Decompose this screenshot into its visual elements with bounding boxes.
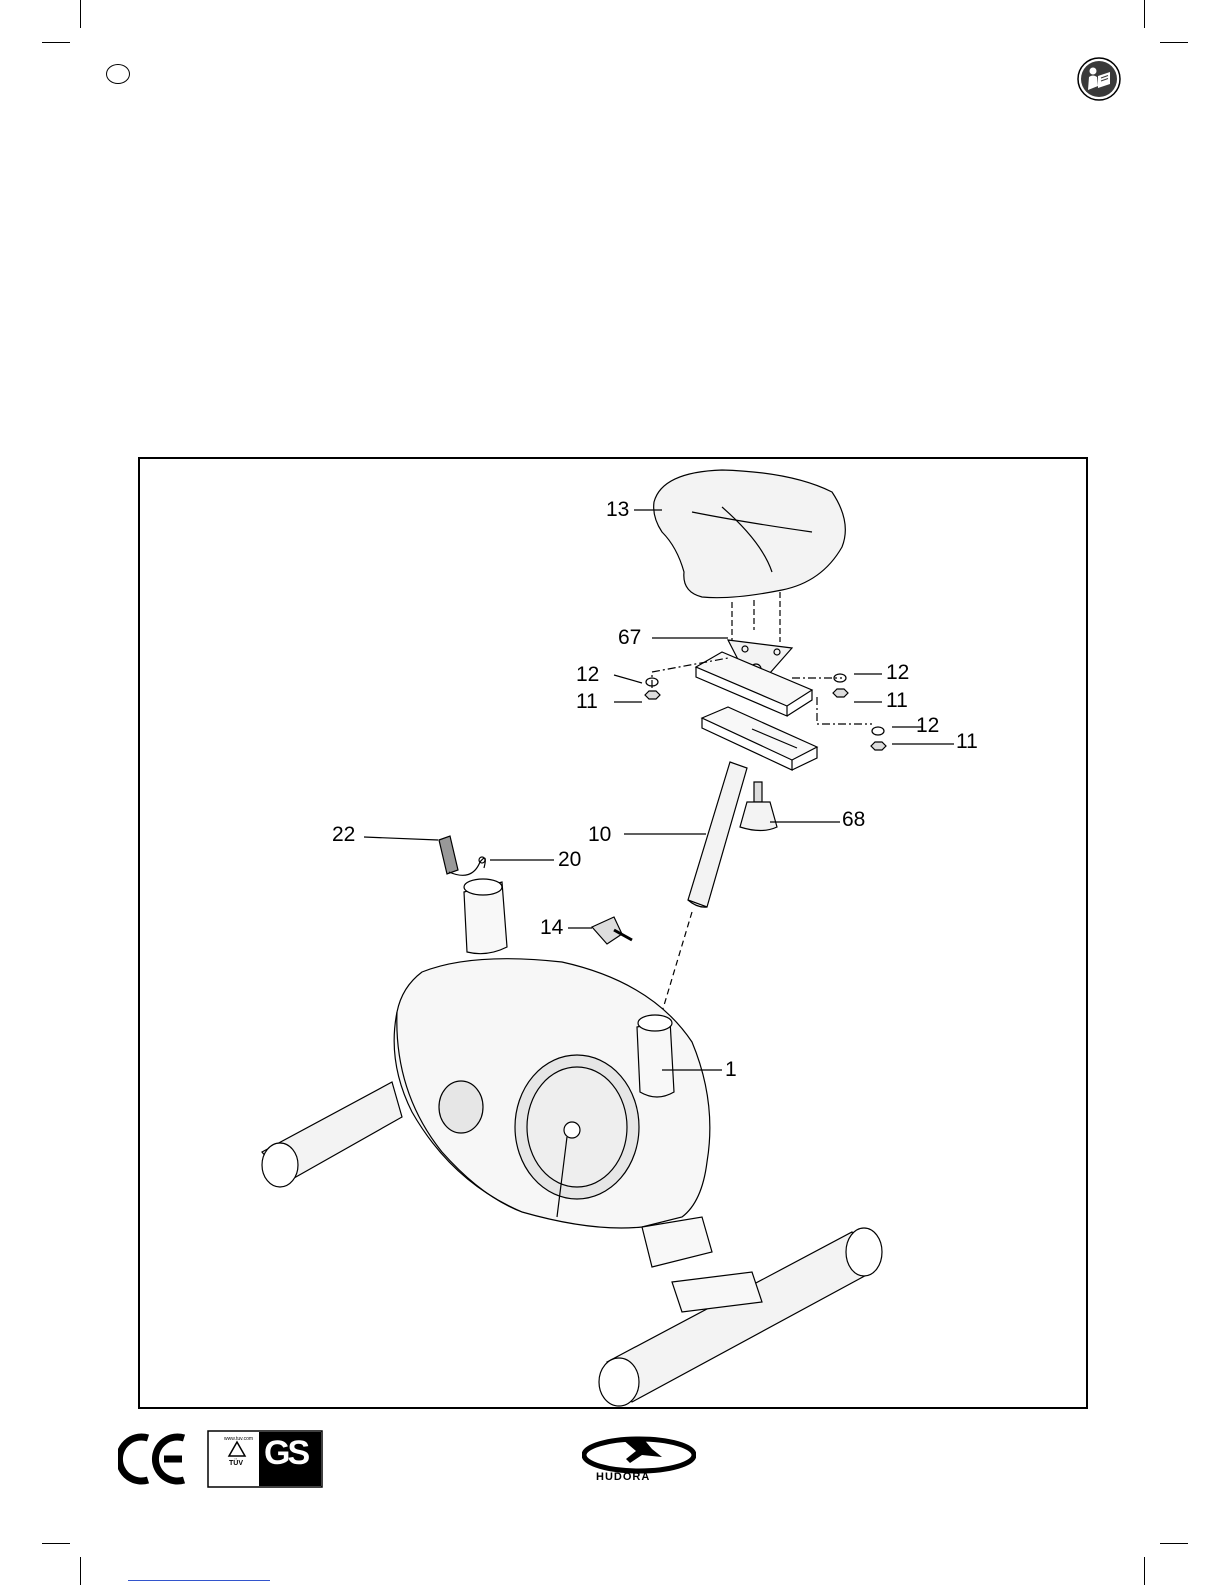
read-manual-icon	[1076, 56, 1122, 102]
part-label-adjustment-knob: 14	[540, 917, 563, 938]
footer-link-underline	[128, 1580, 270, 1581]
tuv-url: www.tuv.com	[224, 1436, 253, 1442]
ce-mark-icon	[118, 1432, 190, 1486]
tuv-label: TÜV	[229, 1460, 243, 1467]
slider-knob-drawing	[754, 782, 762, 802]
part-label-seat-bracket: 67	[618, 627, 641, 648]
part-label-washer-left: 12	[576, 664, 599, 685]
crop-mark-top-right-h	[1160, 42, 1188, 43]
hudora-brand-text: HUDORA	[596, 1471, 650, 1483]
crop-mark-top-right	[1144, 0, 1145, 28]
crop-mark-bottom-left-h	[42, 1543, 70, 1544]
part-label-nut-right-top: 11	[886, 690, 908, 711]
part-label-computer-sensor: 22	[332, 824, 355, 845]
part-label-seat-slider: 68	[842, 809, 865, 830]
crop-mark-bottom-right-h	[1160, 1543, 1188, 1544]
computer-sensor-drawing	[439, 836, 458, 874]
crop-mark-bottom-left	[80, 1557, 81, 1585]
part-label-nut-right-bottom: 11	[956, 731, 978, 752]
part-label-washer-right-bottom: 12	[916, 715, 939, 736]
exploded-view-drawing	[140, 459, 1086, 1407]
flag-circle-icon	[106, 64, 130, 84]
crop-mark-top-left-h	[42, 42, 70, 43]
part-label-nut-left: 11	[576, 691, 598, 712]
crop-mark-bottom-right	[1144, 1557, 1145, 1585]
part-label-washer-right-top: 12	[886, 662, 909, 683]
part-label-frame: 1	[725, 1059, 737, 1080]
part-label-sensor-cable: 20	[558, 849, 581, 870]
assembly-diagram-frame: 13 67 12 11 12 11 12 11 68 10 22 20 14 1	[138, 457, 1088, 1409]
crop-mark-top-left	[80, 0, 81, 28]
part-label-seat: 13	[606, 499, 629, 520]
gs-mark-text: GS	[264, 1434, 307, 1473]
part-label-seat-post: 10	[588, 824, 611, 845]
